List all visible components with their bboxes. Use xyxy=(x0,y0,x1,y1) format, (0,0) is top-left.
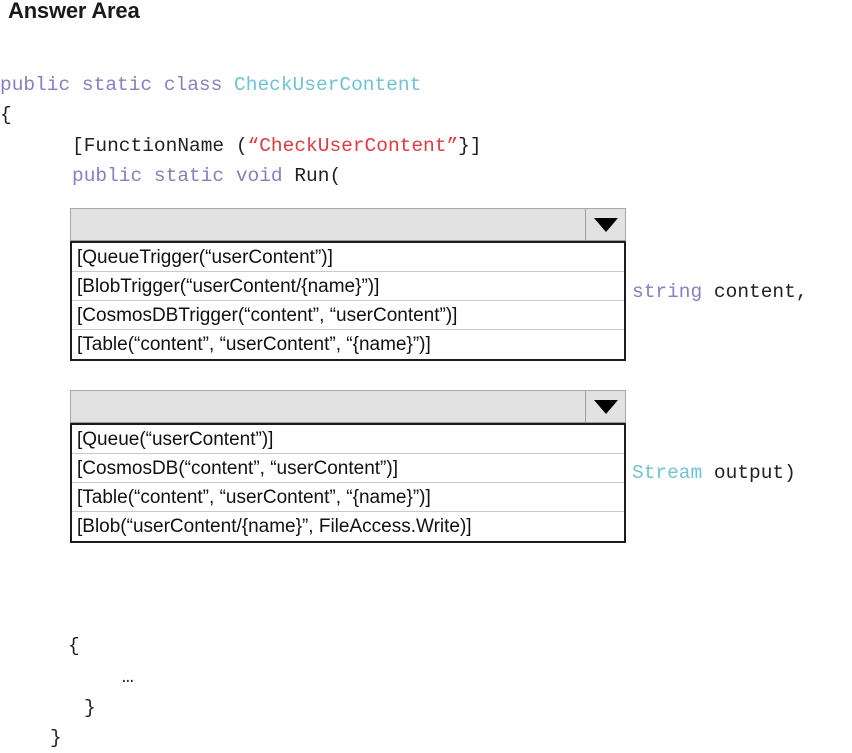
list-item[interactable]: [CosmosDBTrigger(“content”, “userContent… xyxy=(72,301,624,330)
output-binding-dropdown[interactable]: [Queue(“userContent”)] [CosmosDB(“conten… xyxy=(70,390,626,543)
code-line-class-declaration: public static class CheckUserContent xyxy=(0,70,421,100)
code-line-param-two: Stream output) xyxy=(632,458,796,488)
code-block: public static class CheckUserContent { [… xyxy=(0,70,852,749)
string-literal-checkusercontent: “CheckUserContent” xyxy=(247,135,459,157)
type-name-checkusercontent: CheckUserContent xyxy=(234,74,422,96)
output-binding-dropdown-header[interactable] xyxy=(70,390,626,423)
code-line-close-brace-inner: } xyxy=(84,697,96,719)
keyword-void: void xyxy=(235,165,295,187)
trigger-binding-option-list[interactable]: [QueueTrigger(“userContent”)] [BlobTrigg… xyxy=(70,241,626,361)
param-name-content: content, xyxy=(713,281,808,303)
code-line-functionname-attribute: [FunctionName (“CheckUserContent”}] xyxy=(72,131,482,161)
list-item[interactable]: [Table(“content”, “userContent”, “{name}… xyxy=(77,334,431,355)
type-stream: Stream xyxy=(632,462,714,484)
code-line-run-signature: public static void Run( xyxy=(72,161,341,191)
list-item[interactable]: [Blob(“userContent/{name}”, FileAccess.W… xyxy=(77,516,472,537)
list-item[interactable]: [BlobTrigger(“userContent/{name}”)] xyxy=(72,272,624,301)
trigger-binding-dropdown[interactable]: [QueueTrigger(“userContent”)] [BlobTrigg… xyxy=(70,208,626,361)
param-name-output: output) xyxy=(713,462,796,484)
output-binding-option-list[interactable]: [Queue(“userContent”)] [CosmosDB(“conten… xyxy=(70,423,626,543)
list-item[interactable]: [CosmosDB(“content”, “userContent”)] xyxy=(72,454,624,483)
chevron-down-glyph xyxy=(593,217,618,232)
code-line-open-brace-outer: { xyxy=(0,104,12,126)
code-line-param-one: string content, xyxy=(632,277,808,307)
list-item[interactable]: [QueueTrigger(“userContent”)] xyxy=(72,243,624,272)
chevron-down-icon[interactable] xyxy=(585,391,625,422)
chevron-down-icon[interactable] xyxy=(585,209,625,240)
code-line-close-brace-outer: } xyxy=(50,727,62,749)
chevron-down-glyph xyxy=(593,399,618,414)
attribute-functionname: [FunctionName ( xyxy=(72,135,248,157)
list-item[interactable]: [Table(“content”, “userContent”, “{name}… xyxy=(72,483,624,512)
list-item[interactable]: [Queue(“userContent”)] xyxy=(72,425,624,454)
keyword-public-static-class: public static class xyxy=(0,74,235,96)
keyword-public-static: public static xyxy=(72,165,236,187)
attribute-close: }] xyxy=(458,135,482,157)
type-string: string xyxy=(632,281,714,303)
page-title: Answer Area xyxy=(8,0,140,23)
method-name-run: Run( xyxy=(294,165,342,187)
code-line-ellipsis: … xyxy=(122,666,134,688)
trigger-binding-dropdown-header[interactable] xyxy=(70,208,626,241)
code-line-open-brace-inner: { xyxy=(68,635,80,657)
